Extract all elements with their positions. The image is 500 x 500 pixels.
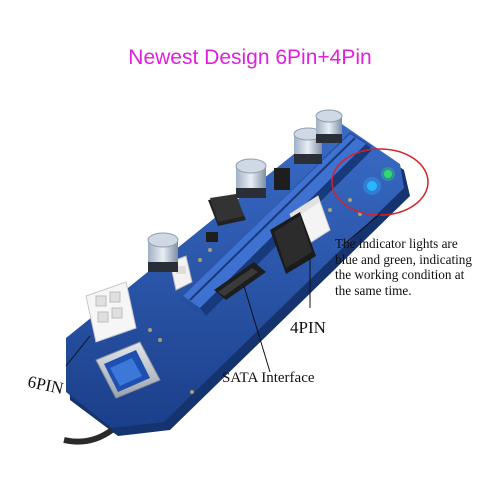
capacitor-middle [235, 158, 267, 198]
inductor-chip [208, 194, 246, 226]
indicator-lights-note: The indicator lights are blue and green,… [335, 236, 500, 298]
indicator-callout-circle [331, 148, 429, 216]
usb-cable [63, 427, 114, 445]
capacitor-top-2 [315, 109, 343, 143]
note-line-4: the same time. [335, 282, 412, 298]
molex-4pin-connector [270, 195, 331, 274]
sata-connector [214, 262, 266, 300]
small-chip-2 [206, 232, 218, 242]
small-chip [274, 168, 290, 190]
note-line-3: the working condition at [335, 267, 465, 282]
note-line-2: blue and green, indicating [335, 251, 472, 267]
note-line-1: The indicator lights are [335, 236, 458, 251]
indicator-leader-line [341, 213, 381, 247]
pin4-label: 4PIN [290, 318, 326, 337]
capacitor-left [147, 232, 179, 272]
page-title: Newest Design 6Pin+4Pin [128, 46, 372, 69]
sata-leader-line [243, 285, 271, 373]
pin6-leader-line [65, 335, 91, 367]
power-6pin-connector [85, 281, 137, 343]
indicator-leds [363, 167, 395, 195]
usb3-connector [95, 341, 161, 399]
sata-label: SATA Interface [222, 370, 315, 386]
